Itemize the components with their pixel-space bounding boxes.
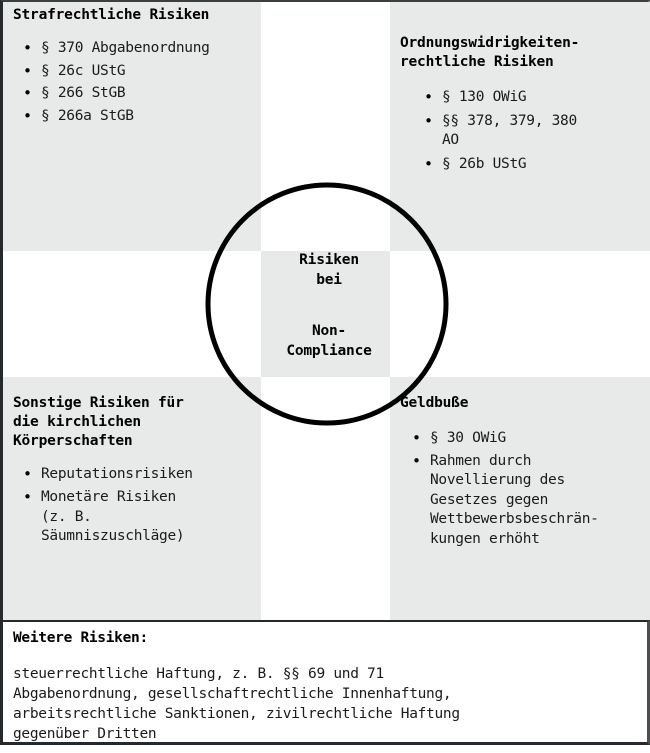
list-item: §§ 378, 379, 380 AO [400, 111, 639, 151]
center-label: Risiken bei Non- Compliance [239, 250, 419, 361]
quadrant-strafrechtliche-risiken: Strafrechtliche Risiken § 370 Abgabenord… [3, 2, 261, 251]
list-item: § 26c UStG [13, 61, 249, 82]
quadrant-heading-top-right: Ordnungswidrigkeiten- rechtliche Risiken [400, 35, 580, 71]
list-item: § 266 StGB [13, 83, 249, 104]
center-label-line1: Risiken [299, 252, 359, 268]
quadrant-heading-bottom-left: Sonstige Risiken für die kirchlichen Kör… [13, 395, 184, 450]
quadrant-ordnungswidrigkeitenrechtliche-risiken: Ordnungswidrigkeiten- rechtliche Risiken… [390, 2, 650, 251]
bullet-list-bottom-left: Reputationsrisiken Monetäre Risiken (z. … [13, 464, 249, 547]
weitere-risiken-box: Weitere Risiken: steuerrechtliche Haftun… [0, 620, 650, 745]
center-label-line4: Compliance [286, 342, 372, 359]
list-item: § 370 Abgabenordnung [13, 38, 249, 59]
quadrant-heading-top-left: Strafrechtliche Risiken [13, 7, 210, 23]
quadrant-geldbusse: Geldbuße § 30 OWiG Rahmen durch Novellie… [390, 377, 650, 622]
list-item: § 30 OWiG [400, 428, 639, 449]
center-label-line2: bei [316, 272, 342, 289]
weitere-risiken-title: Weitere Risiken: [13, 630, 148, 646]
list-item: § 130 OWiG [400, 87, 639, 108]
list-item: Monetäre Risiken (z. B. Säumniszuschläge… [13, 487, 249, 547]
list-item: Rahmen durch Novellierung des Gesetzes g… [400, 451, 639, 550]
bullet-list-top-left: § 370 Abgabenordnung § 26c UStG § 266 St… [13, 38, 249, 127]
quadrant-sonstige-risiken: Sonstige Risiken für die kirchlichen Kör… [3, 377, 261, 622]
bullet-list-top-right: § 130 OWiG §§ 378, 379, 380 AO § 26b USt… [400, 87, 639, 175]
list-item: Reputationsrisiken [13, 464, 249, 485]
weitere-risiken-body: steuerrechtliche Haftung, z. B. §§ 69 un… [13, 666, 460, 742]
quadrant-area: Strafrechtliche Risiken § 370 Abgabenord… [0, 0, 650, 620]
list-item: § 266a StGB [13, 106, 249, 127]
bullet-list-bottom-right: § 30 OWiG Rahmen durch Novellierung des … [400, 428, 639, 550]
list-item: § 26b UStG [400, 154, 639, 175]
center-label-line3: Non- [311, 322, 347, 339]
quadrant-heading-bottom-right: Geldbuße [400, 395, 469, 411]
